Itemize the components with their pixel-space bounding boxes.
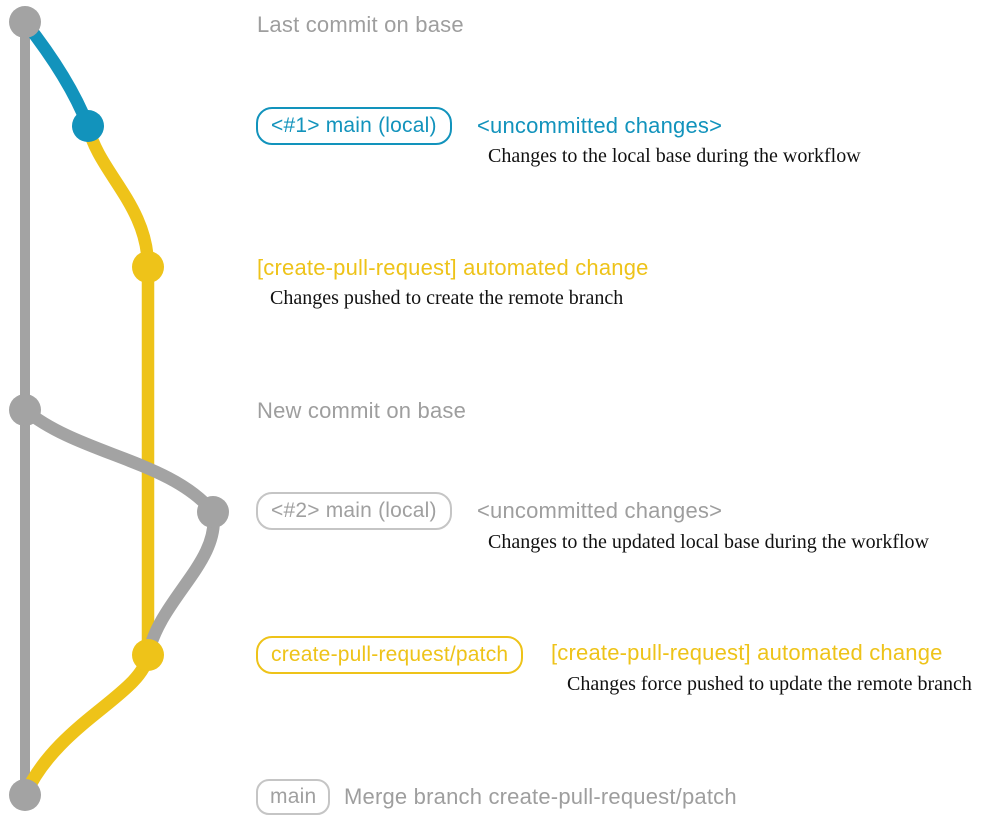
commit-graph [9, 6, 229, 811]
note-local-base-changes: Changes to the local base during the wor… [488, 145, 861, 167]
commit-message-automated-change-2: [create-pull-request] automated change [551, 640, 943, 665]
patch-merge-curve [18, 648, 155, 802]
commit-node-main-local-1 [72, 110, 104, 142]
updated-local-main-merge-curve [141, 505, 220, 662]
commit-node-merge [9, 779, 41, 811]
commit-message-automated-change-1: [create-pull-request] automated change [257, 255, 649, 280]
note-pushed-to-create: Changes pushed to create the remote bran… [270, 287, 624, 309]
caption-last-commit-on-base: Last commit on base [257, 12, 464, 37]
commit-message-uncommitted-1: <uncommitted changes> [477, 113, 723, 138]
commit-node-main-local-2 [197, 496, 229, 528]
commit-node-automated-change-2 [132, 639, 164, 671]
updated-local-main-curve [18, 403, 220, 519]
branch-label-create-pull-request-patch: create-pull-request/patch [256, 636, 524, 674]
commit-node-automated-change-1 [132, 251, 164, 283]
branch-label-main: main [256, 779, 331, 815]
caption-merge-branch: Merge branch create-pull-request/patch [344, 784, 737, 809]
note-updated-local-base-changes: Changes to the updated local base during… [488, 531, 929, 553]
branch-label-main-local-1: <#1> main (local) [256, 107, 452, 145]
commit-node-new-base [9, 394, 41, 426]
note-force-pushed-to-update: Changes force pushed to update the remot… [567, 673, 972, 695]
branch-label-main-local-2: <#2> main (local) [256, 492, 452, 530]
caption-new-commit-on-base: New commit on base [257, 398, 467, 423]
commit-message-uncommitted-2: <uncommitted changes> [477, 498, 723, 523]
commit-node-last-base [9, 6, 41, 38]
local-main-branch-curve [18, 15, 95, 133]
patch-branch-curve-top [81, 119, 155, 274]
